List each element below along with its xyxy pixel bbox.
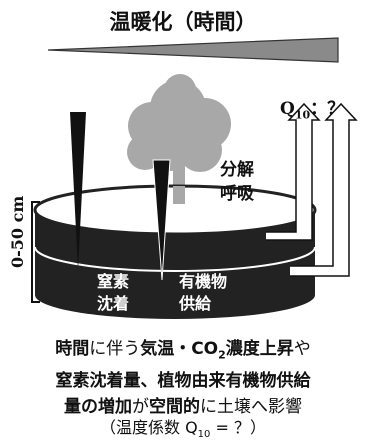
organic-label-line2: 供給 (179, 294, 212, 313)
respiration-label-line2: 呼吸 (220, 184, 254, 204)
nitrogen-label-line1: 窒素 (97, 272, 130, 291)
tree-icon (127, 74, 231, 210)
caption-line1: 時間に伴う気温・CO2濃度上昇や (55, 339, 311, 362)
caption: 時間に伴う気温・CO2濃度上昇や 窒素沈着量、植物由来有機物供給 量の増加が空間… (0, 336, 366, 420)
respiration-label-line1: 分解 (220, 160, 254, 180)
caption-line2: 窒素沈着量、植物由来有機物供給 (55, 371, 311, 392)
nitrogen-label-line2: 沈着 (97, 294, 130, 313)
depth-label: 0-50 cm (8, 195, 27, 268)
caption-line3: 量の増加が空間的に土壌へ影響 (64, 397, 302, 418)
warming-wedge (47, 37, 339, 63)
q10-label: Q10：？ (280, 99, 345, 122)
temperature-coefficient-note: （温度係数 Q10 = ？） (99, 418, 266, 441)
nitrogen-spike (70, 112, 86, 270)
chart-title: 温暖化（時間） (109, 10, 257, 34)
depth-bracket (31, 201, 40, 303)
respiration-arrow-upper (266, 102, 321, 241)
soil-cylinder (33, 184, 317, 319)
respiration-arrow-lower (290, 102, 358, 277)
organic-spike (152, 159, 171, 281)
organic-label-line1: 有機物 (179, 272, 228, 291)
layer-divider (34, 246, 316, 272)
